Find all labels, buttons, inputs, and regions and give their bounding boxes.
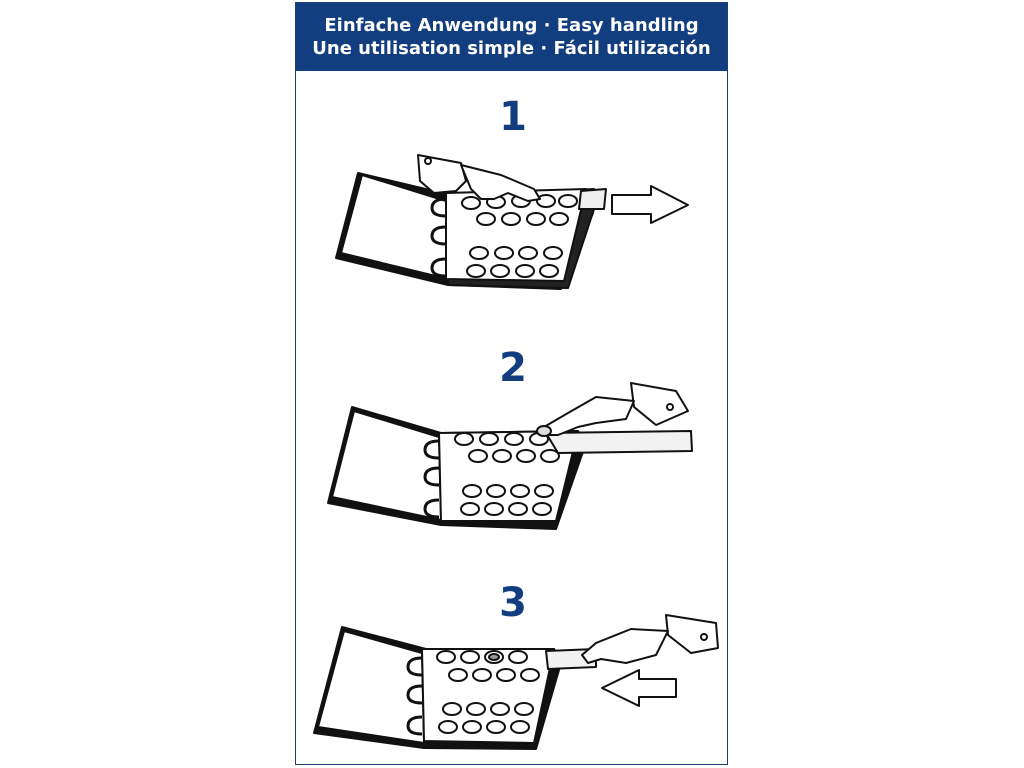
step-1-coin-holes: [461, 194, 578, 278]
instruction-card: Einfache Anwendung · Easy handling Une u…: [295, 2, 728, 765]
header-line-2: Une utilisation simple · Fácil utilizaci…: [312, 38, 711, 59]
header-line-1: Einfache Anwendung · Easy handling: [324, 15, 699, 36]
header-banner: Einfache Anwendung · Easy handling Une u…: [296, 3, 727, 71]
step-1-number: 1: [499, 94, 527, 140]
step-3-number: 3: [499, 580, 527, 626]
step-2-illustration: [327, 382, 693, 530]
step-3-illustration: [313, 614, 719, 750]
step-1-hand: [417, 154, 541, 202]
step-2-number: 2: [499, 345, 527, 391]
step-1-illustration: [313, 154, 719, 750]
